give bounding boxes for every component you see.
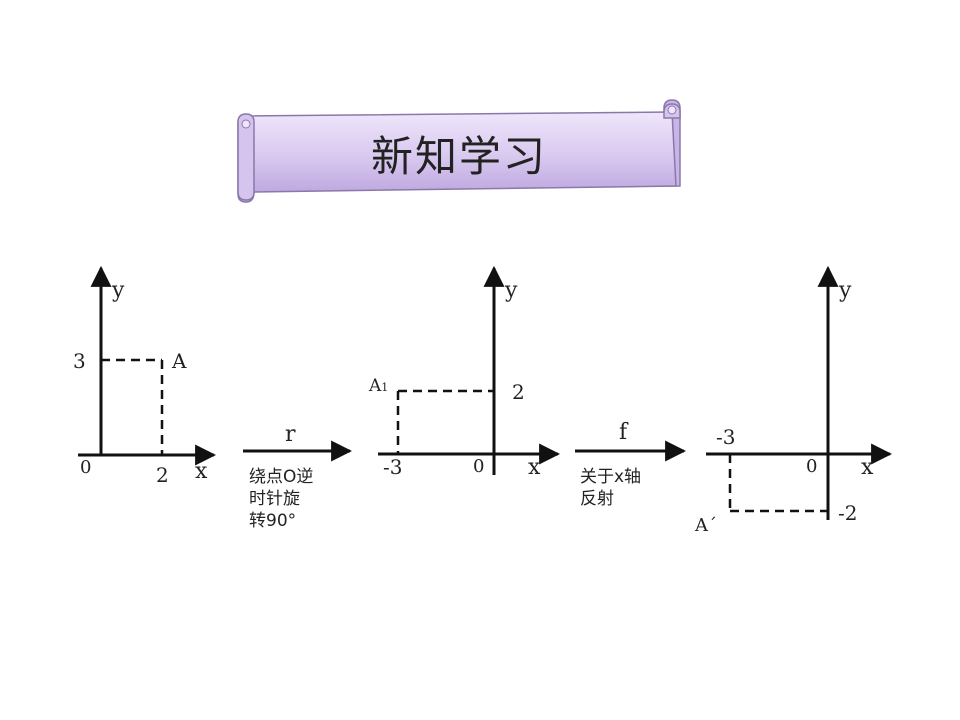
transform-r-caption-line: 转90° [249,511,297,531]
panel-2-y-tick: 2 [512,380,525,404]
panel-3-point-label: A´ [695,515,717,536]
panel-1-y-label: y [112,278,125,303]
panel-1-y-tick: 3 [73,349,86,373]
panel-3-origin-label: 0 [806,456,818,477]
panel-2-point-label-sub: 1 [381,381,389,394]
panel-1-point-label: A [172,349,187,373]
transform-r-symbol: r [285,422,296,447]
panel-2-x-label: x [528,455,541,480]
panel-1-x-label: x [195,459,208,484]
panel-2-origin-label: 0 [473,456,485,477]
panel-2-y-label: y [505,278,518,303]
transform-f-caption-line: 反射 [580,489,614,509]
panel-2-point-label: A1 [369,378,388,395]
panel-2-axes [378,265,561,475]
panel-3-x-tick: -3 [716,425,736,449]
panel-3-x-label: x [861,455,874,480]
panel-2-x-tick: -3 [383,455,403,479]
transform-f-symbol: f [619,420,628,445]
transform-f-caption-line: 关于x轴 [580,467,642,487]
panel-1-origin-label: 0 [80,457,92,478]
transform-r-caption-line: 绕点O逆 [249,467,314,487]
transform-r-caption-line: 时针旋 [249,489,300,509]
transform-f-caption: 关于x轴 反射 [580,466,641,510]
transform-r-caption: 绕点O逆 时针旋 转90° [249,466,313,532]
panel-1-axes [78,265,217,466]
panel-3-y-tick: -2 [838,501,858,525]
panel-3-y-label: y [839,278,852,303]
panel-3-axes [706,265,893,520]
banner-title: 新知学习 [370,131,547,181]
panel-2-point-label-main: A [369,376,382,396]
panel-1-x-tick: 2 [156,463,169,487]
